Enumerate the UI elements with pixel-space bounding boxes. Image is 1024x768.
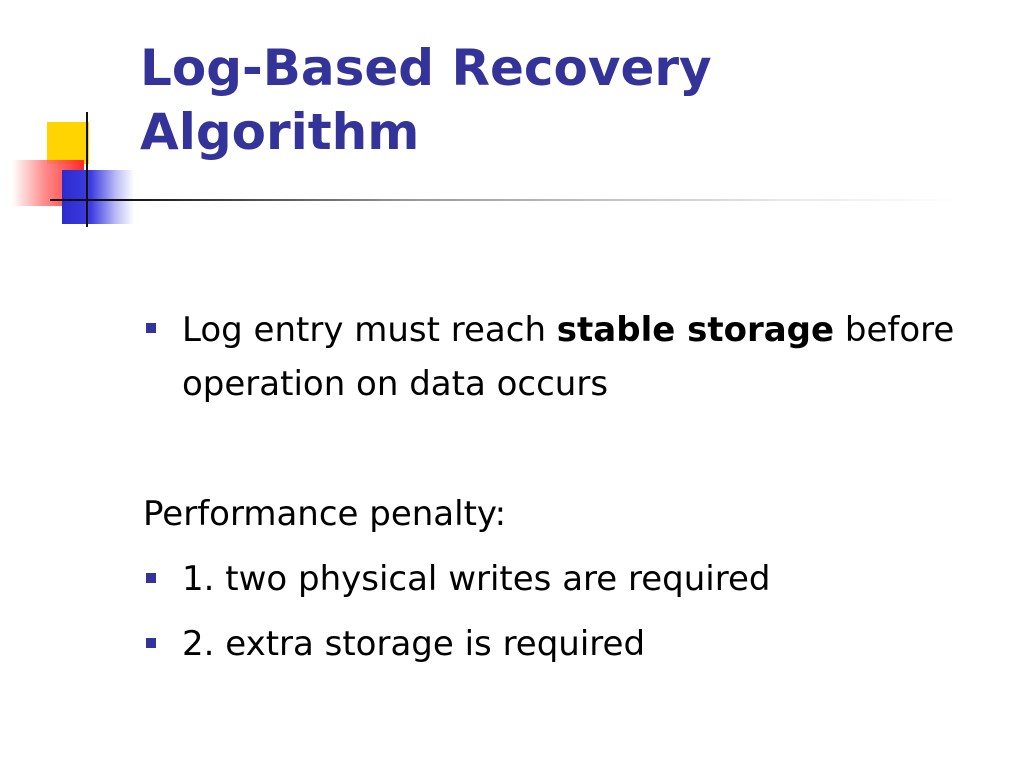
bullet-text-emphasis: stable storage [556,310,835,350]
bullet-item-extra-storage: 2. extra storage is required [182,624,646,664]
square-bullet-icon [146,323,156,333]
bullet-text-before: Log entry must reach [182,310,557,350]
corner-decoration-icon [0,0,160,240]
blue-square [62,170,134,224]
bullet-text-after: before operation on data occurs [182,310,955,404]
bullet-item-stable-storage: Log entry must reach stable storage befo… [182,303,972,411]
title-underline [50,199,960,201]
yellow-square [47,122,89,164]
square-bullet-icon [146,573,156,583]
bullet-item-two-writes: 1. two physical writes are required [182,559,771,599]
performance-penalty-heading: Performance penalty: [143,494,507,534]
slide-title: Log-Based Recovery Algorithm [140,39,712,161]
square-bullet-icon [146,638,156,648]
vertical-rule [86,112,88,227]
